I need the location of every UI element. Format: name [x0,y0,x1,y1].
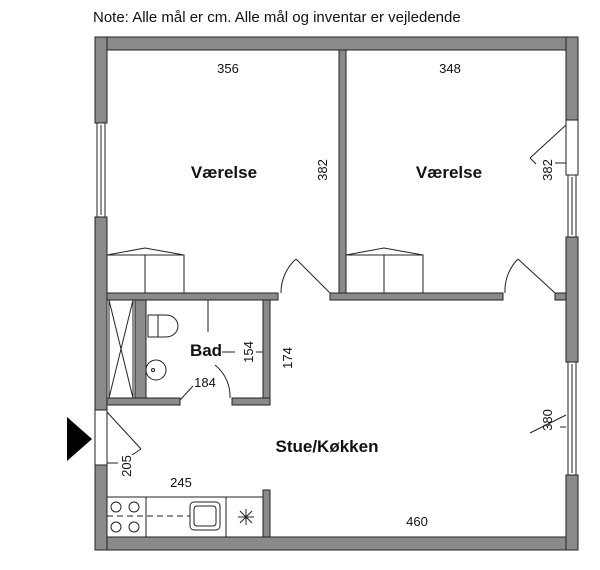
living-kitchen-name: Stue/Køkken [276,437,379,456]
living-right-dim: 380 [540,409,555,431]
bedroom-right-width: 348 [439,61,461,76]
shower [108,299,134,399]
living-bottom-dim: 460 [406,514,428,529]
outer-walls [94,36,579,551]
kitchen-dim: 245 [170,475,192,490]
entry-dim: 205 [119,455,134,477]
fan-icon [238,509,254,525]
bedroom-left-depth: 382 [315,159,330,181]
interior-walls [106,49,567,538]
bathroom-name: Bad [190,341,222,360]
hall-dim: 174 [280,347,295,369]
wardrobes [106,247,424,294]
doors [106,124,567,456]
windows [94,119,579,476]
bedroom-left-width: 356 [217,61,239,76]
bedroom-left-name: Værelse [191,163,257,182]
bedroom-right-name: Værelse [416,163,482,182]
toilet [147,314,159,338]
kitchen-counter [106,162,566,538]
bathroom-dim-a: 154 [241,341,256,363]
entrance-arrow-icon [67,417,92,461]
bathroom-fixtures [108,299,263,399]
bedroom-right-depth: 382 [540,159,555,181]
sink [145,359,167,381]
plan-note: Note: Alle mål er cm. Alle mål og invent… [93,9,461,26]
bathroom-dim-b: 184 [194,375,216,390]
